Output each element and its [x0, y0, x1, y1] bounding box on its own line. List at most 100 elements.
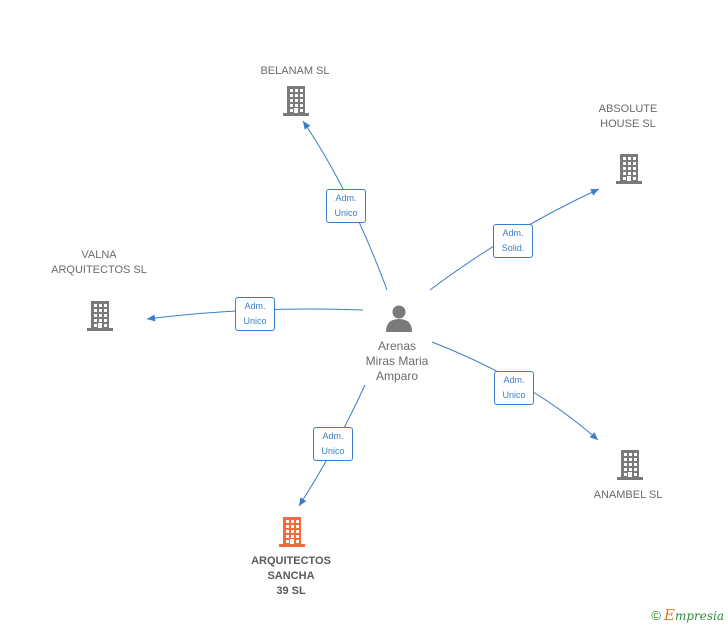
- company-name-sancha-line: ARQUITECTOS: [251, 555, 331, 567]
- building-window: [104, 319, 107, 322]
- building-window: [94, 324, 97, 327]
- relation-badge-line: Adm.: [335, 193, 357, 203]
- building-window: [295, 89, 298, 92]
- relation-badge-valna[interactable]: Adm.Unico: [235, 297, 275, 331]
- building-window: [104, 324, 107, 327]
- building-window: [296, 540, 299, 543]
- building-window: [634, 463, 637, 466]
- icons-layer: [87, 86, 643, 547]
- building-window: [623, 177, 626, 180]
- company-name-sancha-line: SANCHA: [267, 570, 315, 582]
- building-window: [633, 177, 636, 180]
- arrow-head-absolute: [590, 189, 599, 196]
- person-name-line: Arenas: [377, 339, 417, 353]
- building-window: [633, 172, 636, 175]
- building-window: [99, 304, 102, 307]
- relation-badge-line: Solid.: [501, 243, 525, 253]
- building-window: [99, 319, 102, 322]
- building-window: [104, 314, 107, 317]
- company-name-valna-line: VALNA: [81, 249, 117, 261]
- building-window: [623, 162, 626, 165]
- building-window: [94, 304, 97, 307]
- building-door: [294, 108, 298, 113]
- copyright-symbol: ©: [651, 608, 661, 623]
- building-window: [629, 463, 632, 466]
- building-base: [279, 544, 305, 547]
- building-window: [286, 535, 289, 538]
- building-window: [628, 162, 631, 165]
- building-window: [286, 530, 289, 533]
- brand-initial: E: [663, 606, 675, 624]
- building-window: [300, 89, 303, 92]
- building-base: [87, 328, 113, 331]
- person-head: [392, 305, 406, 319]
- relation-badge-belanam[interactable]: Adm. Unico: [326, 189, 366, 223]
- relation-badge-line: Unico: [334, 208, 358, 218]
- relation-badge-sancha[interactable]: Adm.Unico: [313, 427, 353, 461]
- person-icon[interactable]: [386, 305, 412, 333]
- building-door: [290, 539, 294, 544]
- company-name-absolute-line: HOUSE SL: [600, 118, 656, 130]
- building-window: [300, 104, 303, 107]
- building-window: [629, 453, 632, 456]
- relation-badge-anambel[interactable]: Adm.Unico: [494, 371, 534, 405]
- building-window: [99, 314, 102, 317]
- edges-layer: [146, 120, 600, 507]
- building-window: [624, 473, 627, 476]
- building-base: [617, 477, 643, 480]
- empresia-watermark: ©Empresia: [651, 606, 724, 624]
- building-window: [300, 99, 303, 102]
- person-name-line: Miras Maria: [365, 354, 429, 368]
- building-window: [633, 157, 636, 160]
- relation-badge-absolute[interactable]: Adm. Solid.: [493, 224, 533, 258]
- company-name-valna-line: ARQUITECTOS SL: [51, 264, 147, 276]
- relation-badge-line: Adm.: [502, 228, 524, 238]
- building-window: [623, 167, 626, 170]
- company-name-valna: VALNA ARQUITECTOS SL: [51, 248, 147, 278]
- building-window: [291, 530, 294, 533]
- building-window: [628, 167, 631, 170]
- building-window: [296, 525, 299, 528]
- person-name-line: Amparo: [375, 369, 419, 383]
- relation-badge-line: Adm.: [503, 375, 525, 385]
- brand-name: mpresia: [674, 609, 724, 623]
- company-name-anambel: ANAMBEL SL: [594, 488, 663, 503]
- building-icon-valna[interactable]: [87, 301, 113, 331]
- arrow-head-belanam: [303, 121, 311, 130]
- company-name-sancha-line: 39 SL: [276, 585, 306, 597]
- relation-badge-line: Unico: [243, 316, 267, 326]
- building-window: [94, 309, 97, 312]
- building-window: [286, 540, 289, 543]
- building-window: [624, 458, 627, 461]
- building-base: [616, 181, 642, 184]
- company-name-anambel-line: ANAMBEL SL: [593, 489, 663, 501]
- building-window: [624, 453, 627, 456]
- building-window: [628, 172, 631, 175]
- company-name-absolute-line: ABSOLUTE: [598, 103, 658, 115]
- building-window: [104, 309, 107, 312]
- person-body: [386, 319, 412, 332]
- building-window: [634, 458, 637, 461]
- relation-badge-line: Adm.: [322, 431, 344, 441]
- building-window: [634, 453, 637, 456]
- building-icon-anambel[interactable]: [617, 450, 643, 480]
- building-window: [291, 525, 294, 528]
- building-window: [634, 468, 637, 471]
- building-icon-sancha[interactable]: [279, 517, 305, 547]
- company-name-belanam-line: BELANAM SL: [260, 65, 330, 77]
- building-window: [99, 309, 102, 312]
- building-icon-belanam[interactable]: [283, 86, 309, 116]
- building-door: [98, 323, 102, 328]
- building-icon-absolute[interactable]: [616, 154, 642, 184]
- building-window: [629, 468, 632, 471]
- building-window: [300, 109, 303, 112]
- company-name-absolute: ABSOLUTE HOUSE SL: [599, 102, 658, 132]
- arrow-head-valna: [147, 314, 156, 322]
- building-window: [629, 458, 632, 461]
- building-window: [633, 167, 636, 170]
- building-window: [290, 89, 293, 92]
- building-window: [290, 109, 293, 112]
- building-window: [300, 94, 303, 97]
- building-window: [295, 104, 298, 107]
